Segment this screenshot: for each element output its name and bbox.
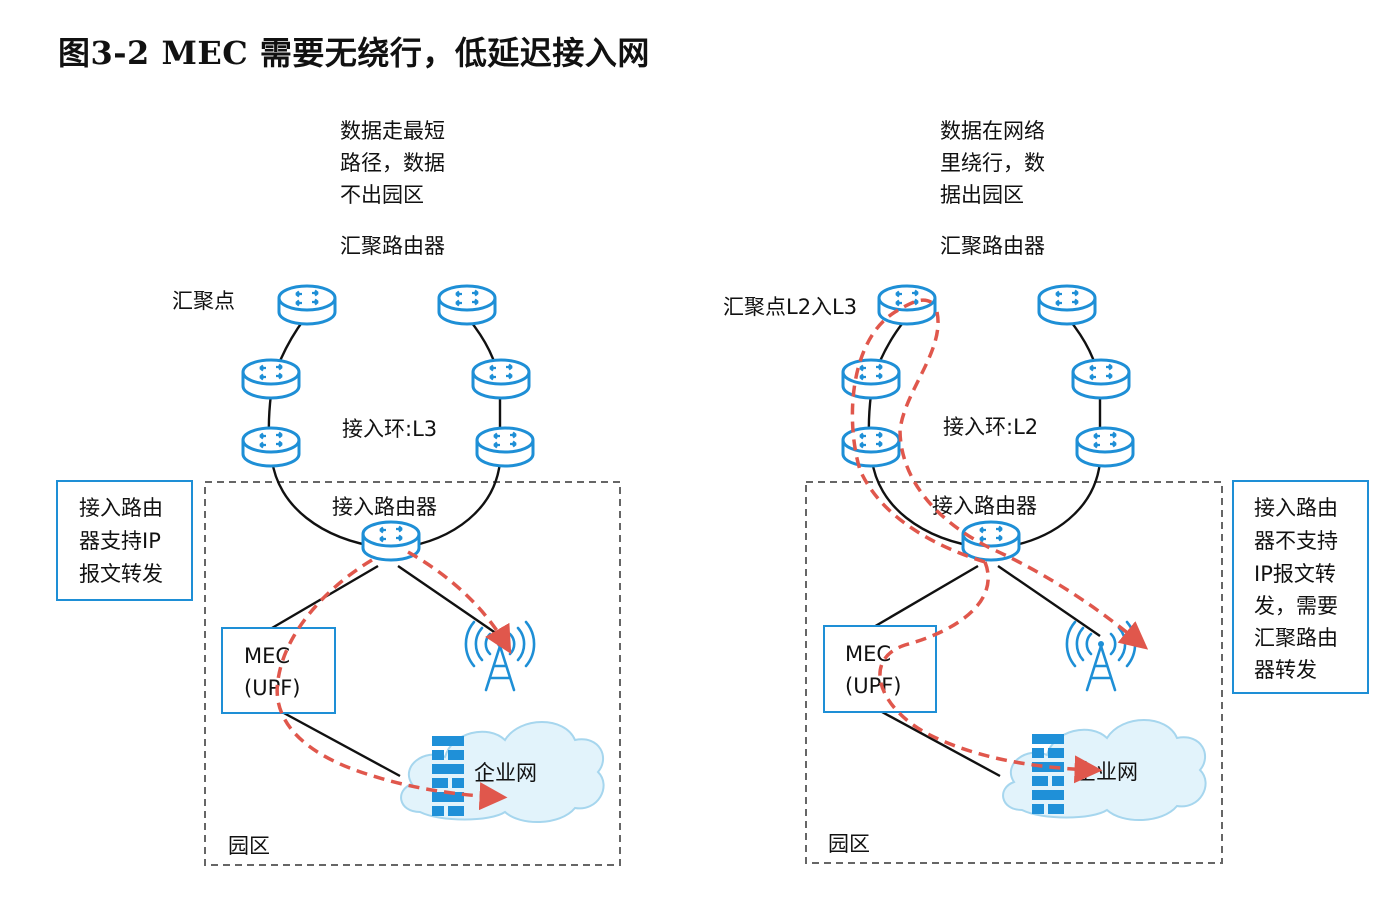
left-upf-label: (UPF)	[244, 676, 301, 700]
left-mec-label: MEC	[244, 644, 290, 668]
right-side-note-line-6: 器转发	[1254, 658, 1317, 682]
right-agg-point-label: 汇聚点L2入L3	[723, 295, 857, 319]
left-note-line-2: 路径，数据	[340, 151, 445, 175]
right-enterprise-label: 企业网	[1075, 760, 1138, 784]
right-side-note-line-4: 发，需要	[1254, 594, 1338, 618]
link-to-enterprise	[281, 710, 401, 778]
router-icon	[241, 358, 301, 400]
data-flow-arrow	[407, 550, 512, 655]
base-station-icon	[464, 620, 536, 692]
right-side-note-box	[1232, 480, 1369, 694]
left-side-note-line-3: 报文转发	[79, 562, 163, 586]
firewall-icon	[432, 736, 464, 816]
right-note-line-1: 数据在网络	[940, 119, 1045, 143]
right-side-note-line-3: IP报文转	[1254, 562, 1336, 586]
router-icon	[841, 358, 901, 400]
left-access-router-label: 接入路由器	[332, 495, 437, 519]
link-to-enterprise	[881, 710, 1001, 778]
router-icon	[241, 426, 301, 468]
right-mec-label: MEC	[845, 642, 891, 666]
left-diagram: 数据走最短 路径，数据 不出园区 汇聚路由器 汇聚点 接入环:L3 接入路由器 …	[56, 119, 621, 866]
left-agg-router-label: 汇聚路由器	[340, 234, 445, 258]
router-icon	[961, 520, 1021, 562]
data-flow-path	[850, 298, 986, 564]
right-ring-label: 接入环:L2	[943, 415, 1038, 439]
router-icon	[1075, 426, 1135, 468]
left-note-line-3: 不出园区	[340, 183, 424, 207]
figure-title: 图3-2 MEC 需要无绕行，低延迟接入网	[58, 34, 650, 72]
left-side-note-box	[56, 480, 193, 601]
right-agg-router-label: 汇聚路由器	[940, 234, 1045, 258]
right-campus-label: 园区	[828, 832, 870, 856]
firewall-icon	[1032, 734, 1064, 814]
router-icon	[471, 358, 531, 400]
router-icon	[1071, 358, 1131, 400]
data-flow-arrow	[275, 558, 508, 811]
link-to-mec	[871, 564, 979, 630]
router-icon	[1037, 284, 1097, 326]
left-enterprise-label: 企业网	[474, 761, 537, 785]
right-upf-label: (UPF)	[845, 674, 902, 698]
right-note-line-2: 里绕行，数	[940, 151, 1045, 175]
left-side-note-line-2: 器支持IP	[79, 529, 161, 553]
link-to-station	[997, 565, 1101, 637]
link-to-station	[397, 565, 501, 637]
left-campus-label: 园区	[228, 834, 270, 858]
campus-boundary	[204, 481, 621, 866]
data-flow-arrow	[878, 561, 1103, 784]
router-icon	[277, 284, 337, 326]
router-icon	[437, 284, 497, 326]
right-side-note-line-2: 器不支持	[1254, 529, 1338, 553]
right-access-router-label: 接入路由器	[932, 494, 1037, 518]
left-note-line-1: 数据走最短	[340, 119, 445, 143]
campus-boundary	[805, 481, 1223, 864]
data-flow-arrow	[898, 311, 1149, 650]
right-side-note-line-1: 接入路由	[1254, 496, 1338, 520]
right-diagram: 数据在网络 里绕行，数 据出园区 汇聚路由器 汇聚点L2入L3 接入环:L2 接…	[723, 119, 1369, 864]
right-side-note-line-5: 汇聚路由	[1254, 626, 1338, 650]
router-icon	[475, 426, 535, 468]
left-side-note-line-1: 接入路由	[79, 496, 163, 520]
right-note-line-3: 据出园区	[940, 183, 1024, 207]
left-agg-point-label: 汇聚点	[172, 289, 235, 313]
left-ring-label: 接入环:L3	[342, 417, 437, 441]
router-icon	[841, 426, 901, 468]
